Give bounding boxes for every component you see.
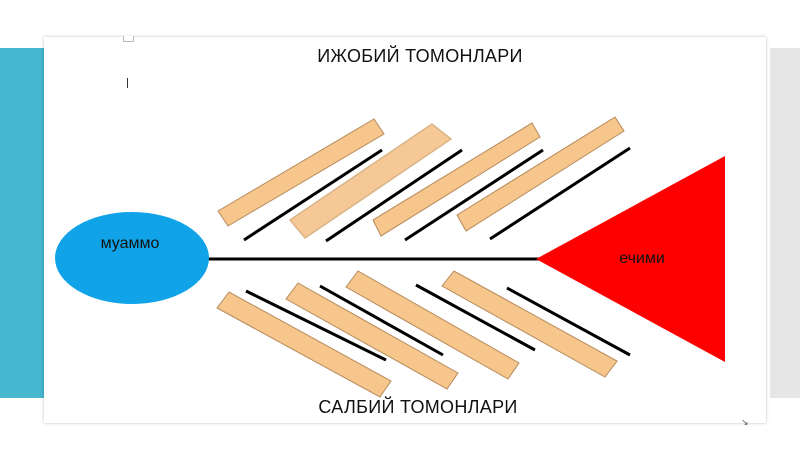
page-marker-icon: [123, 36, 134, 42]
positive-bones: [217, 116, 631, 243]
negative-bone: [345, 270, 536, 380]
problem-node: [55, 212, 209, 304]
problem-label: муаммо: [101, 235, 160, 252]
positive-sides-heading: ИЖОБИЙ ТОМОНЛАРИ: [317, 45, 523, 66]
text-cursor: [127, 78, 128, 88]
negative-bone: [285, 282, 459, 390]
positive-bone: [217, 118, 385, 242]
negative-bone: [441, 270, 631, 378]
left-accent-band: [0, 48, 44, 398]
solution-label: ечими: [619, 250, 665, 267]
resize-handle-icon[interactable]: ↘: [741, 418, 749, 428]
positive-bone: [372, 122, 544, 242]
negative-sides-heading: САЛБИЙ ТОМОНЛАРИ: [318, 396, 517, 417]
solution-node: [536, 156, 725, 362]
right-gray-band: [770, 48, 800, 398]
positive-bone: [288, 123, 463, 243]
positive-bone: [456, 116, 631, 241]
negative-bones: [216, 270, 631, 398]
negative-bone: [216, 289, 392, 398]
